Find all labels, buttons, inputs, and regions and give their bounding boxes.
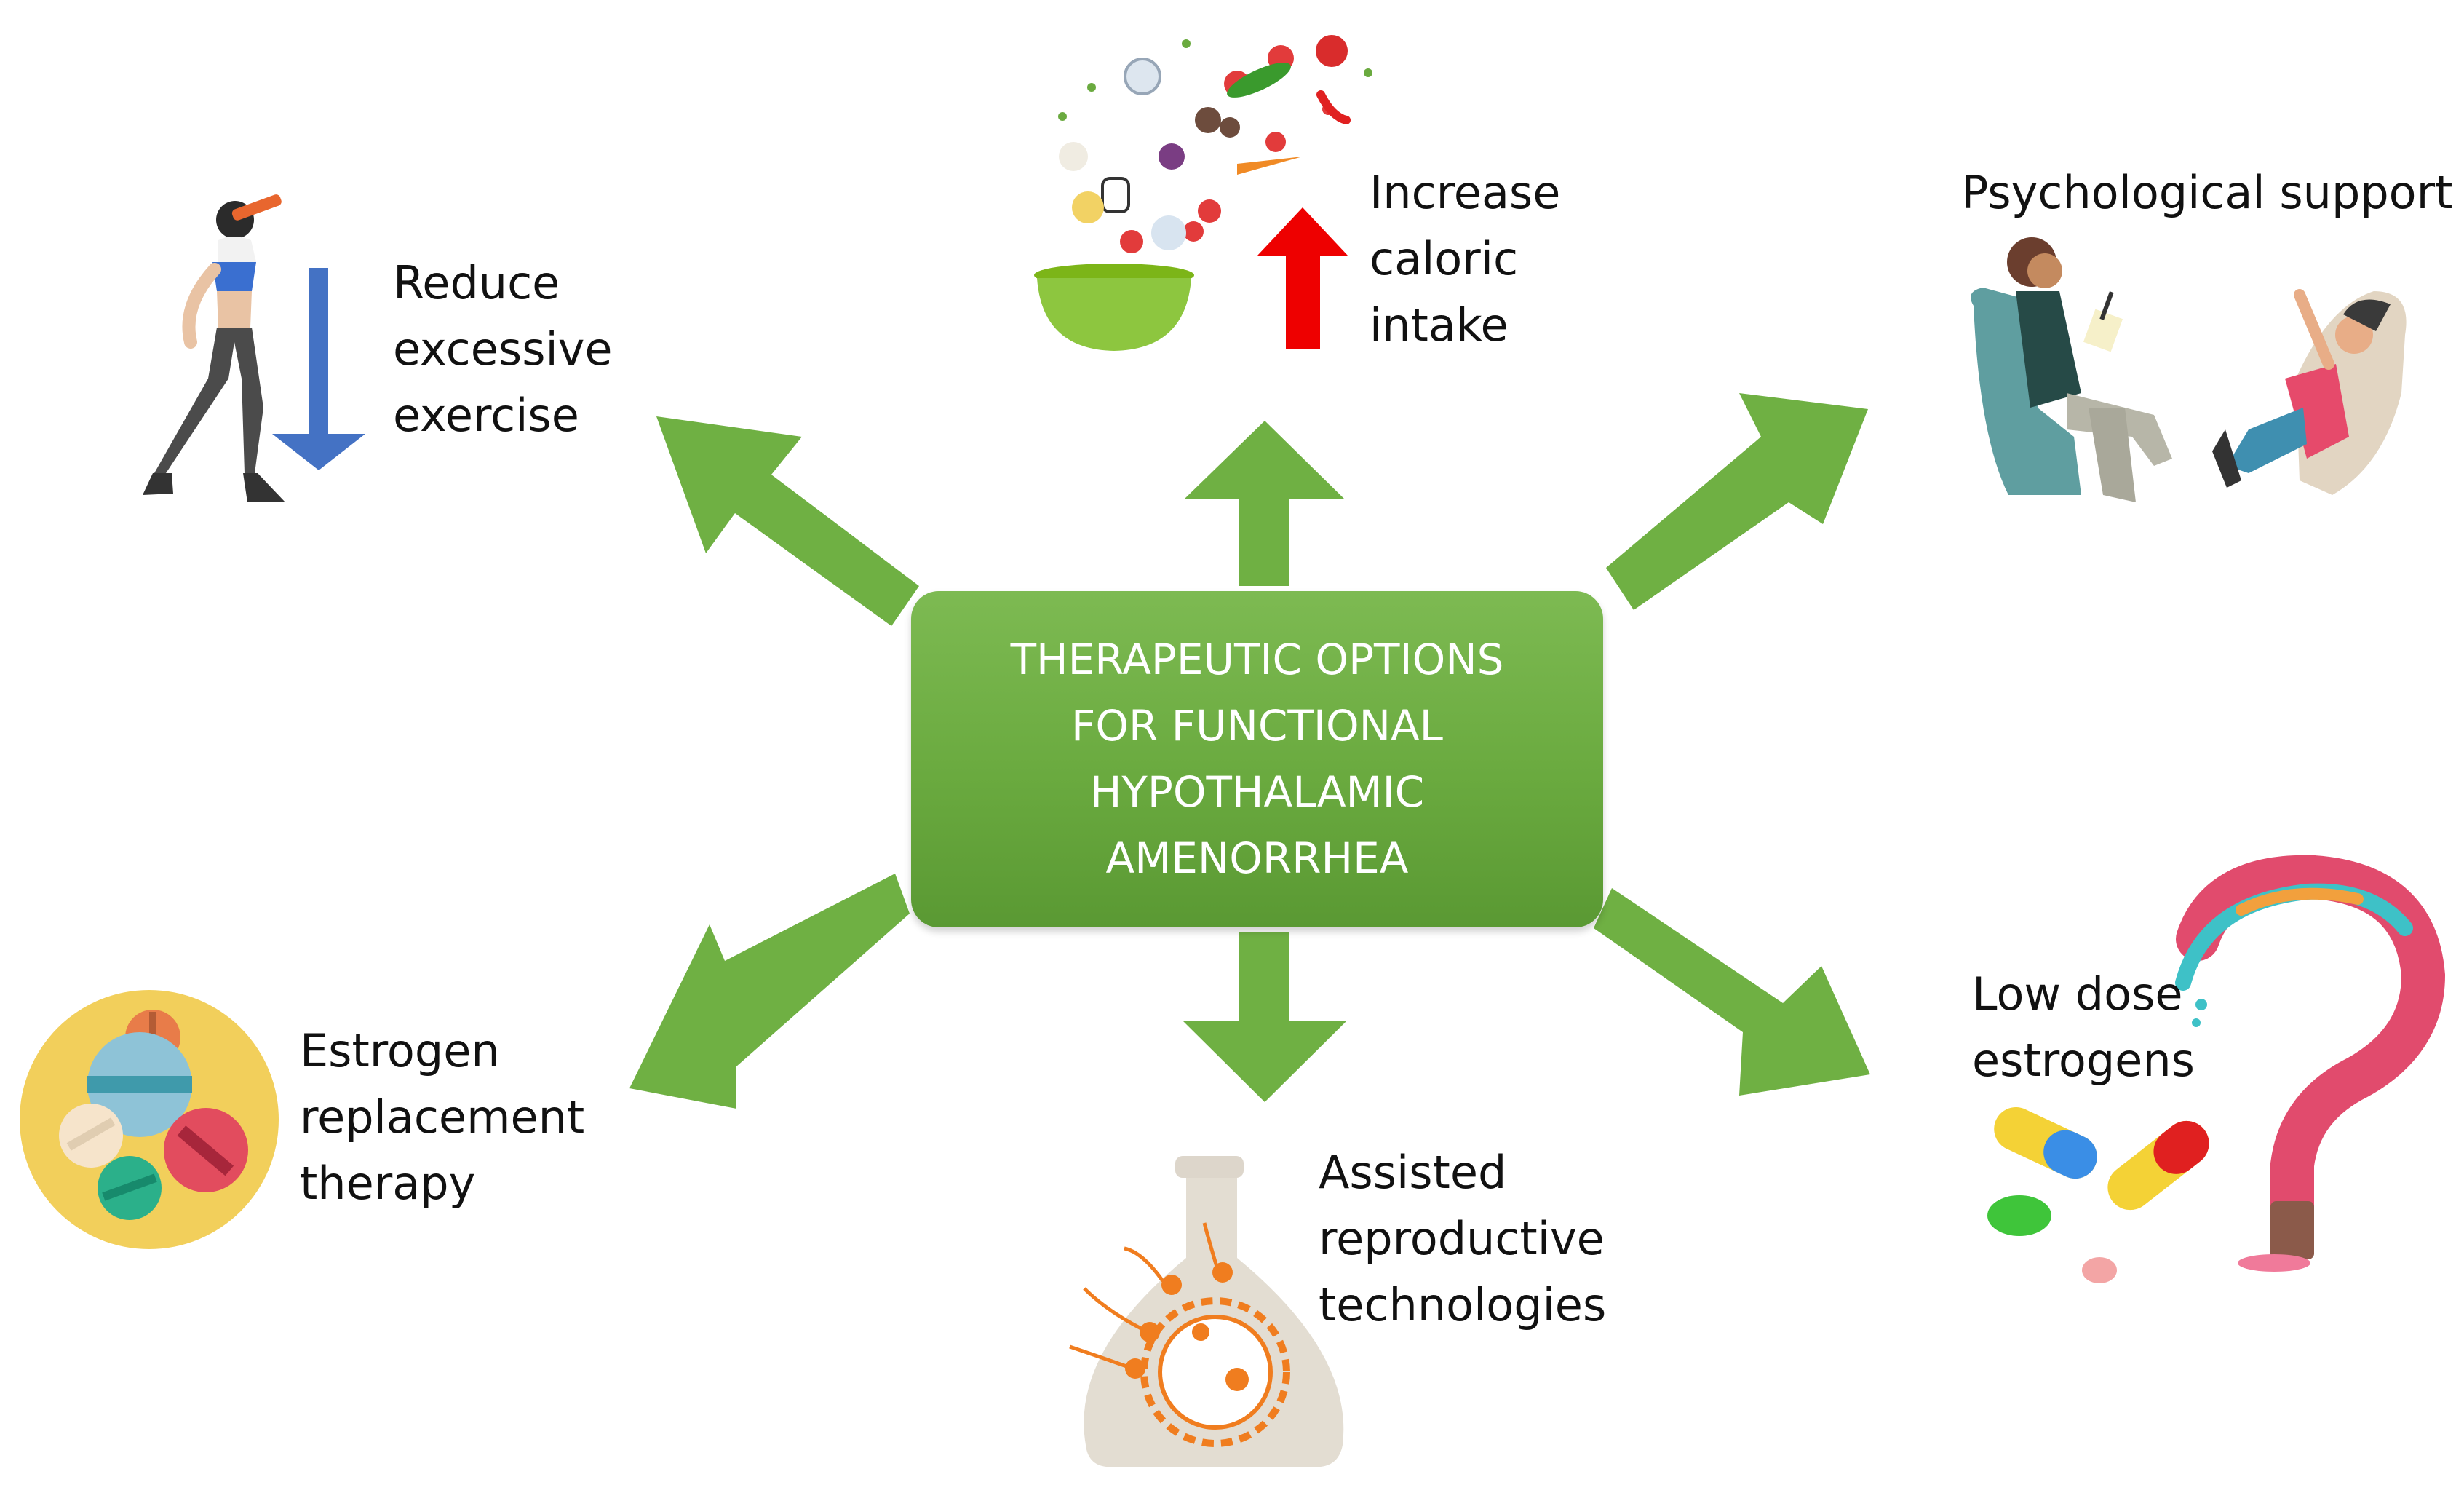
- arrow-down: [1183, 932, 1347, 1102]
- option-increase-caloric-intake: Increase caloric intake: [1370, 159, 1560, 358]
- arrow-up: [1184, 421, 1345, 586]
- option-line: Increase: [1370, 166, 1561, 219]
- option-line: Estrogen: [300, 1024, 500, 1077]
- radial-arrows: [629, 393, 1870, 1109]
- option-line: Psychological support: [1961, 166, 2453, 219]
- arrow-down-right: [1594, 888, 1870, 1096]
- question-mark-pills-icon: [1987, 855, 2446, 1283]
- woman-drinking-water-icon: [143, 194, 285, 502]
- arrow-up-right: [1606, 393, 1868, 610]
- center-title-line-3: HYPOTHALAMIC: [1089, 767, 1425, 817]
- arrow-down-left: [629, 874, 910, 1109]
- option-line: technologies: [1319, 1278, 1607, 1331]
- option-reduce-exercise: Reduce excessive exercise: [393, 250, 613, 448]
- center-title-line-2: FOR FUNCTIONAL: [1070, 701, 1443, 750]
- option-line: exercise: [393, 389, 579, 442]
- option-line: caloric: [1370, 232, 1519, 285]
- option-estrogen-replacement-therapy: Estrogen replacement therapy: [300, 1018, 584, 1216]
- option-line: Low dose: [1972, 967, 2183, 1021]
- arrow-up-left: [656, 416, 919, 626]
- up-arrow-red-icon: [1257, 207, 1348, 349]
- option-line: Reduce: [393, 256, 560, 309]
- center-box: THERAPEUTIC OPTIONS FOR FUNCTIONAL HYPOT…: [911, 591, 1603, 927]
- option-low-dose-estrogens: Low dose estrogens: [1972, 961, 2195, 1093]
- center-title-line-4: AMENORRHEA: [1105, 833, 1409, 883]
- food-bowl-icon: [1034, 35, 1372, 351]
- option-line: estrogens: [1972, 1034, 2195, 1087]
- option-line: therapy: [300, 1157, 476, 1210]
- therapy-session-icon: [1971, 237, 2407, 502]
- option-line: replacement: [300, 1090, 585, 1144]
- option-line: reproductive: [1319, 1212, 1605, 1265]
- center-title-line-1: THERAPEUTIC OPTIONS: [1010, 635, 1504, 684]
- option-assisted-reproductive-technologies: Assisted reproductive technologies: [1319, 1139, 1606, 1338]
- option-line: intake: [1370, 298, 1509, 352]
- option-psychological-support: Psychological support: [1961, 159, 2452, 226]
- down-arrow-blue-icon: [272, 268, 365, 470]
- pills-circle-icon: [20, 990, 279, 1249]
- flask-sperm-egg-icon: [1069, 1156, 1344, 1467]
- option-line: excessive: [393, 322, 613, 376]
- option-line: Assisted: [1319, 1146, 1507, 1199]
